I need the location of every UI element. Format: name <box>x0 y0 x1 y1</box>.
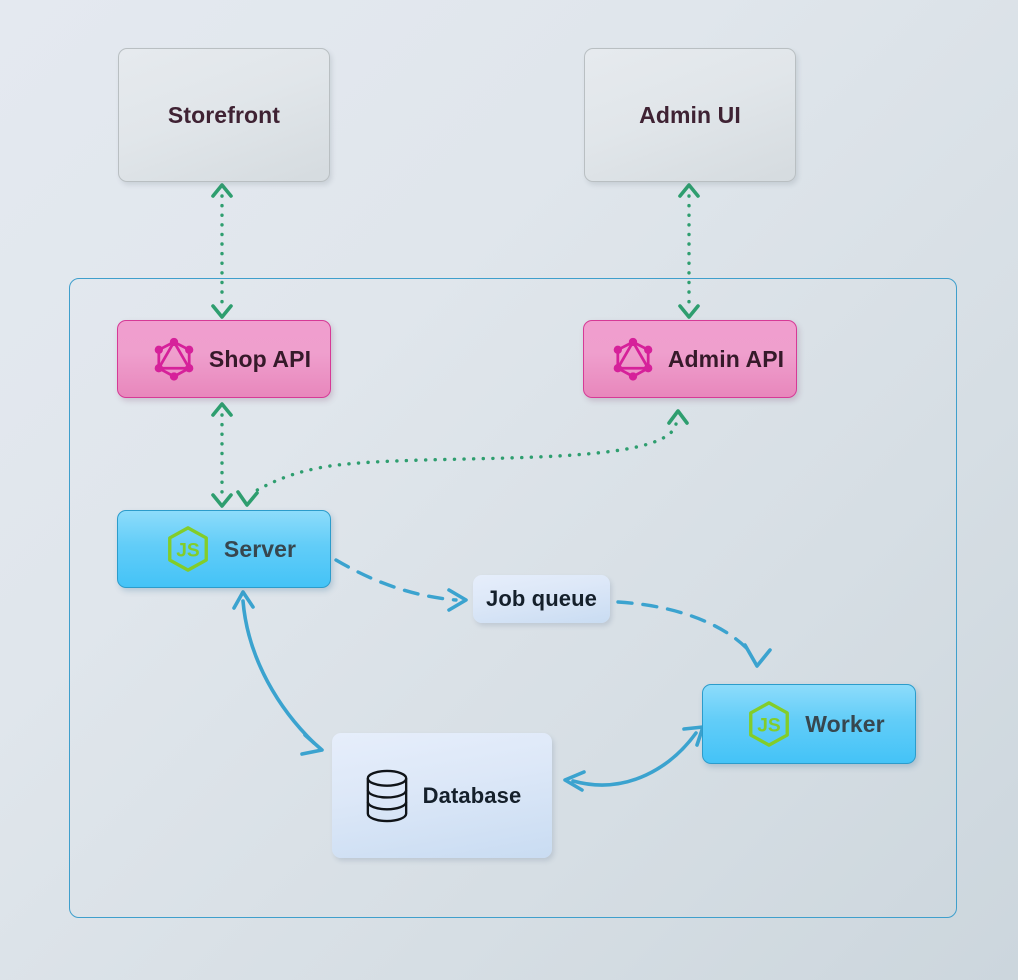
node-database[interactable]: Database <box>332 733 552 858</box>
database-cylinder-icon <box>363 768 411 824</box>
node-shop-api[interactable]: Shop API <box>117 320 331 398</box>
node-server-label: Server <box>223 535 297 562</box>
node-worker[interactable]: JS Worker <box>702 684 916 764</box>
nodejs-icon: JS <box>164 525 212 573</box>
node-storefront[interactable]: Storefront <box>118 48 330 182</box>
svg-text:JS: JS <box>757 716 781 737</box>
node-job-queue[interactable]: Job queue <box>473 575 610 623</box>
node-storefront-label: Storefront <box>167 101 281 128</box>
svg-text:JS: JS <box>176 541 200 562</box>
node-database-label: Database <box>422 782 522 808</box>
node-worker-label: Worker <box>805 710 885 737</box>
nodejs-icon: JS <box>745 700 793 748</box>
node-admin-api[interactable]: Admin API <box>583 320 797 398</box>
graphql-icon <box>151 336 197 382</box>
node-admin-ui-label: Admin UI <box>639 101 741 128</box>
node-admin-ui[interactable]: Admin UI <box>584 48 796 182</box>
vendure-group-container <box>69 278 957 918</box>
node-admin-api-label: Admin API <box>667 345 785 372</box>
node-server[interactable]: JS Server <box>117 510 331 588</box>
node-shop-api-label: Shop API <box>208 345 312 372</box>
graphql-icon <box>610 336 656 382</box>
node-job-queue-label: Job queue <box>486 586 597 611</box>
